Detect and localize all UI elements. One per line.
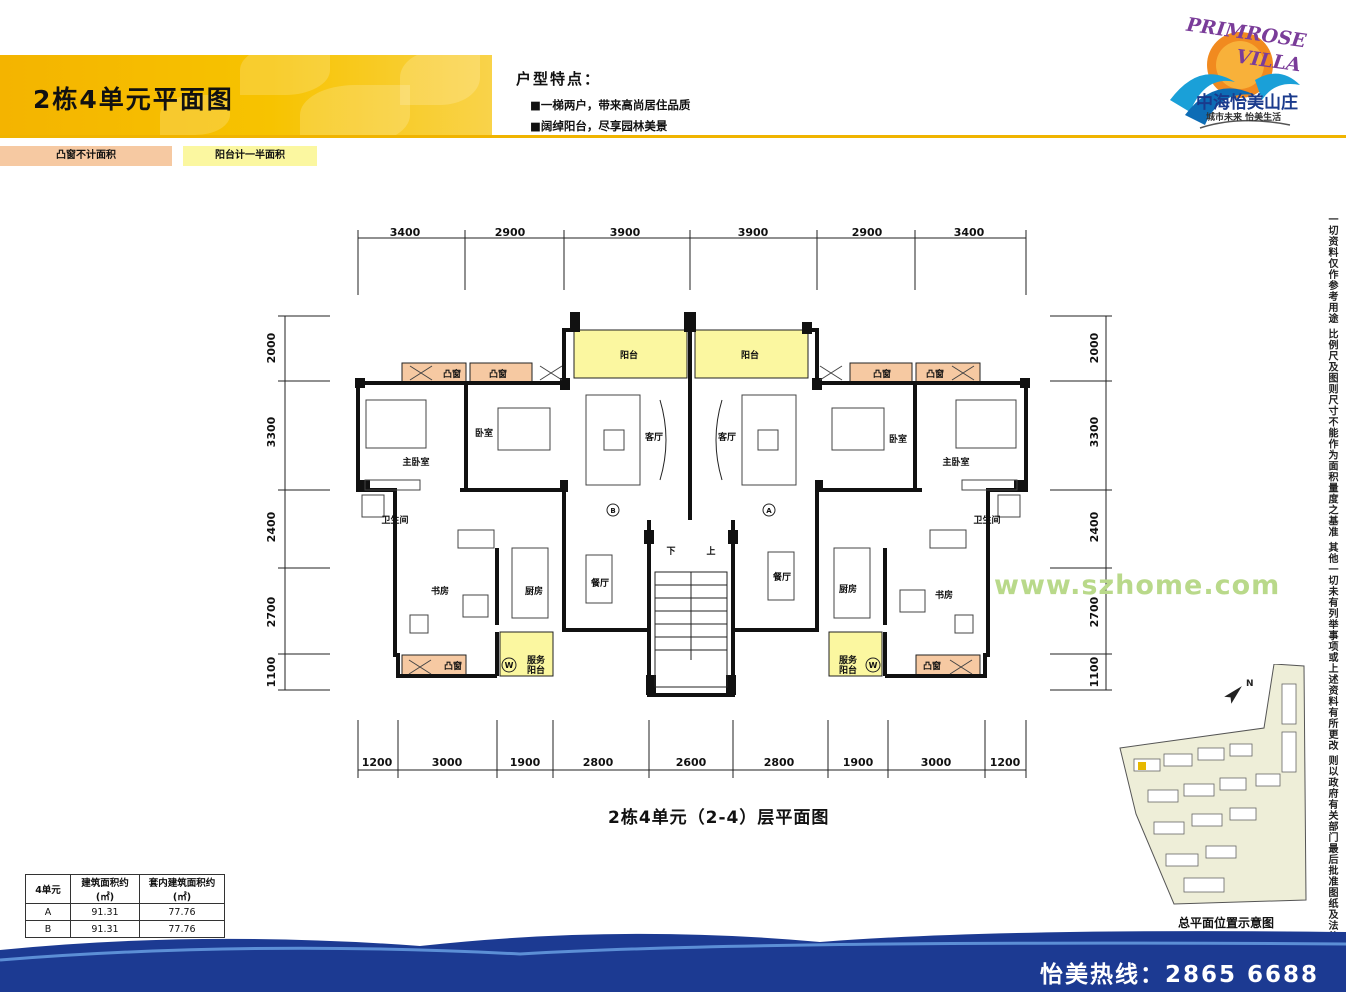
area-table: 4单元 建筑面积约(㎡) 套内建筑面积约(㎡) A 91.31 77.76 B … [25,874,225,938]
dim-label: 3900 [610,226,641,239]
dim-label: 2900 [495,226,526,239]
logo-chinese-name: 中海怡美山庄 [1196,93,1298,113]
room-label: 凸窗 [489,368,507,380]
balcony [694,329,809,379]
table-header: 建筑面积约(㎡) [70,874,140,904]
dim-label: 1100 [265,656,278,687]
room-label: 主卧室 [942,456,969,468]
room-label: 书房 [431,585,449,597]
dim-label: 2600 [676,756,707,769]
table-header: 4单元 [25,874,71,904]
room-label: 服务 [839,654,858,666]
table-cell: 77.76 [139,920,225,938]
north-arrow-icon [1224,686,1242,704]
dim-label: 2000 [265,332,278,363]
furniture [361,365,1021,675]
dim-label: 3300 [1088,416,1101,447]
site-plan-map: N [1119,664,1307,905]
dim-label: 2400 [1088,511,1101,542]
dim-label: 2700 [1088,596,1101,627]
footer-wave [0,931,1346,992]
table-row: B 91.31 77.76 [25,920,225,938]
room-label: 凸窗 [926,368,944,380]
room-label: 阳台 [527,664,545,676]
room-label: 客厅 [644,431,663,443]
feature-item: ■一梯两户，带来高尚居住品质 [530,98,691,112]
unit-marker: B [610,507,615,515]
room-label: 餐厅 [590,577,609,589]
room-label: 凸窗 [444,660,462,672]
unit-marker: A [766,507,772,515]
features-title: 户型特点： [516,70,602,88]
room-label: 厨房 [525,585,543,597]
legend-bay-window: 凸窗不计面积 [0,146,172,166]
dim-label: 2000 [1088,332,1101,363]
dim-label: 3300 [265,416,278,447]
service-balcony [828,631,883,677]
room-label: 卧室 [889,433,907,445]
balcony [573,329,688,379]
dim-label: 3000 [432,756,463,769]
room-label: 主卧室 [402,456,429,468]
table-row: A 91.31 77.76 [25,903,225,921]
hotline: 怡美热线：2865 6688 [1040,962,1320,988]
dim-label: 1200 [362,756,393,769]
dim-label: 3900 [738,226,769,239]
staircase [654,399,728,688]
table-header-row: 4单元 建筑面积约(㎡) 套内建筑面积约(㎡) [25,874,225,904]
dim-label: 3000 [921,756,952,769]
room-label: 厨房 [839,583,857,595]
dim-label: 3400 [954,226,985,239]
room-label: 阳台 [839,664,857,676]
walls [356,328,1028,697]
room-label: 卫生间 [381,514,408,526]
legend-balcony: 阳台计一半面积 [183,146,317,166]
header-divider [0,135,1346,138]
table-header: 套内建筑面积约(㎡) [139,874,225,904]
stair-label: 上 [706,545,715,557]
room-label: 卧室 [475,427,493,439]
room-label: 凸窗 [443,368,461,380]
room-label: 客厅 [717,431,736,443]
dimension-lines [278,230,1112,778]
site-plan-caption: 总平面位置示意图 [1178,916,1275,930]
dim-label: 1900 [510,756,541,769]
washer-icon: W [505,661,514,670]
washer-icon: W [869,661,878,670]
dim-label: 2800 [583,756,614,769]
room-label: 服务 [527,654,546,666]
logo-emblem [1170,32,1300,129]
logo-slogan: 城市未来 怡美生活 [1206,113,1282,123]
room-label: 餐厅 [772,571,791,583]
plan-title: 2栋4单元（2-4）层平面图 [608,808,830,828]
room-label: 凸窗 [873,368,891,380]
dim-label: 2900 [852,226,883,239]
room-label: 阳台 [620,349,638,361]
feature-item: ■阔绰阳台，尽享园林美景 [530,119,668,133]
watermark: www.szhome.com [994,570,1281,601]
dim-label: 2700 [265,596,278,627]
room-label: 卫生间 [973,514,1000,526]
dim-label: 2400 [265,511,278,542]
header-banner [0,55,492,137]
room-label: 凸窗 [923,660,941,672]
north-label: N [1246,679,1254,689]
dim-label: 2800 [764,756,795,769]
dim-label: 1900 [843,756,874,769]
room-label: 书房 [935,589,953,601]
room-label: 阳台 [741,349,759,361]
dim-label: 1200 [990,756,1021,769]
service-balcony [499,631,554,677]
dim-label: 1100 [1088,656,1101,687]
stair-label: 下 [666,546,675,557]
page-title: 2栋4单元平面图 [33,85,234,114]
disclaimer-note: 一切资料仅作参考用途 比例尺及图则尺寸不能作为面积量度之基准 其他一切未有列举事… [1326,214,1337,987]
dim-label: 3400 [390,226,421,239]
